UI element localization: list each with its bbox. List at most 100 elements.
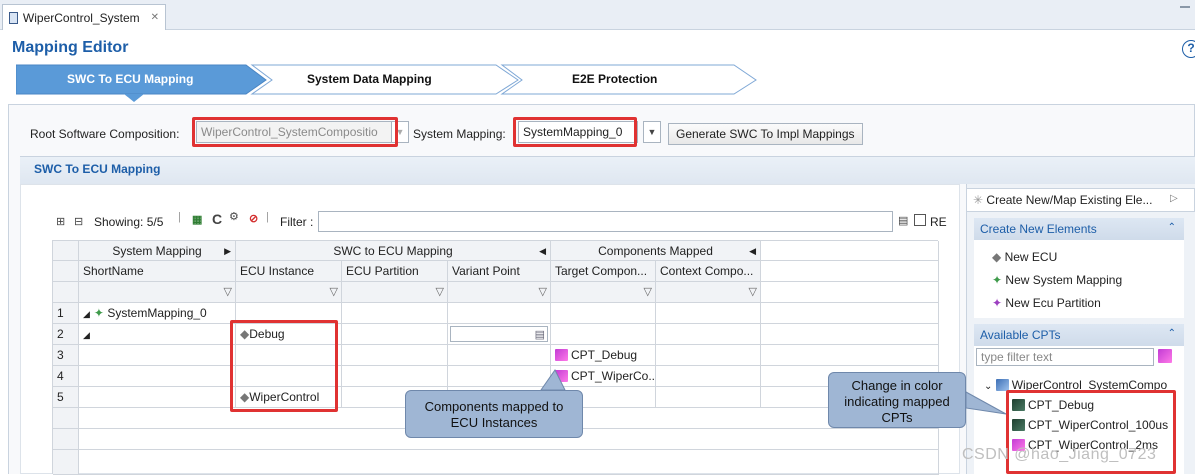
filter-cell[interactable]: ▽ xyxy=(656,282,761,303)
filter-cell[interactable]: ▽ xyxy=(551,282,656,303)
column-header-variant-point[interactable]: Variant Point xyxy=(448,261,551,282)
filter-funnel-icon[interactable]: ▽ xyxy=(329,286,338,298)
table-cell[interactable] xyxy=(448,345,551,366)
column-header-target-component[interactable]: Target Compon... xyxy=(551,261,656,282)
table-cell[interactable] xyxy=(79,387,236,408)
table-cell[interactable] xyxy=(342,366,448,387)
cpt-filter-icon[interactable] xyxy=(1158,349,1172,363)
group-header-system-mapping[interactable]: System Mapping ▶ xyxy=(79,241,236,261)
right-panel-tab[interactable]: ✳ Create New/Map Existing Ele... xyxy=(966,188,1195,212)
system-mapping-icon: ✦ xyxy=(93,306,104,320)
minimize-icon[interactable] xyxy=(1180,6,1190,9)
filter-cell[interactable]: ▽ xyxy=(448,282,551,303)
filter-options-icon[interactable]: ▤ xyxy=(898,215,909,227)
variant-point-editor[interactable] xyxy=(450,326,548,342)
system-mapping-combo[interactable]: SystemMapping_0 xyxy=(518,121,638,143)
filter-cell[interactable]: ▽ xyxy=(342,282,448,303)
table-cell[interactable] xyxy=(656,324,761,345)
cpt-mapped-icon xyxy=(1012,419,1025,431)
expand-triangle-icon[interactable]: ◢ xyxy=(83,330,90,340)
column-header-ecu-partition[interactable]: ECU Partition xyxy=(342,261,448,282)
chevron-right-icon[interactable]: ▷ xyxy=(1170,193,1178,204)
collapse-icon[interactable]: ⌃ xyxy=(1167,328,1176,339)
create-new-section-header[interactable]: Create New Elements⌃ xyxy=(974,218,1184,240)
table-cell[interactable] xyxy=(551,387,656,408)
filter-input[interactable] xyxy=(318,211,893,232)
table-cell[interactable] xyxy=(656,345,761,366)
breadcrumb-step-e2e[interactable] xyxy=(500,64,757,95)
table-cell[interactable] xyxy=(551,303,656,324)
filter-funnel-icon[interactable]: ▽ xyxy=(748,286,757,298)
filter-cell[interactable]: ▽ xyxy=(79,282,236,303)
breadcrumb-step-data[interactable] xyxy=(250,64,519,95)
row-number: 3 xyxy=(53,345,79,366)
help-icon[interactable]: ? xyxy=(1182,40,1195,58)
tree-item[interactable]: CPT_Debug xyxy=(1012,396,1094,414)
system-mapping-dropdown-icon[interactable]: ▼ xyxy=(643,121,661,143)
table-row-shortname[interactable]: ◢ xyxy=(79,324,236,345)
clear-filter-icon[interactable]: ⊘ xyxy=(249,213,259,225)
tree-item[interactable]: CPT_WiperControl_2ms xyxy=(1012,436,1158,454)
filter-funnel-icon[interactable]: ▽ xyxy=(643,286,652,298)
collapse-arrow-icon[interactable]: ▶ xyxy=(224,246,231,256)
cpt-filter-input[interactable]: type filter text xyxy=(976,348,1154,366)
filter-cell[interactable]: ▽ xyxy=(236,282,342,303)
collapse-icon[interactable]: ⌃ xyxy=(1167,222,1176,233)
table-cell[interactable] xyxy=(656,303,761,324)
filter-funnel-icon[interactable]: ▽ xyxy=(223,286,232,298)
new-system-mapping-item[interactable]: ✦ New System Mapping xyxy=(992,271,1122,289)
refresh-icon[interactable]: C xyxy=(212,211,223,227)
filter-funnel-icon[interactable]: ▽ xyxy=(538,286,547,298)
table-cell-ecu[interactable]: ◆WiperControl xyxy=(236,387,342,408)
highlight-ecu-instances xyxy=(230,320,338,412)
column-header-shortname[interactable]: ShortName xyxy=(79,261,236,282)
tree-root[interactable]: ⌄ WiperControl_SystemCompo xyxy=(984,376,1167,394)
table-cell[interactable] xyxy=(342,324,448,345)
callout-color: Change in color indicating mapped CPTs xyxy=(828,372,966,428)
group-header-label: System Mapping xyxy=(112,244,202,258)
excel-export-icon[interactable]: ▦ xyxy=(192,214,203,226)
table-cell[interactable] xyxy=(236,345,342,366)
tree-item[interactable]: CPT_WiperControl_100us xyxy=(1012,416,1168,434)
table-cell[interactable] xyxy=(236,303,342,324)
calendar-icon[interactable]: ▤ xyxy=(534,329,545,341)
table-row-shortname[interactable]: ◢✦ SystemMapping_0 xyxy=(79,303,236,324)
section-label: Available CPTs xyxy=(980,328,1061,342)
available-cpts-section-header[interactable]: Available CPTs ⌃ xyxy=(974,324,1184,346)
table-cell-target[interactable]: CPT_Debug xyxy=(551,345,656,366)
breadcrumb-step-active[interactable] xyxy=(16,64,267,95)
new-ecu-item[interactable]: ◆ New ECU xyxy=(992,248,1057,266)
table-cell[interactable] xyxy=(551,324,656,345)
root-composition-combo[interactable]: WiperControl_SystemCompositio xyxy=(196,121,392,143)
collapse-all-icon[interactable]: ⊟ xyxy=(74,216,84,228)
table-cell[interactable] xyxy=(236,366,342,387)
filter-funnel-icon[interactable]: ▽ xyxy=(435,286,444,298)
callout-components-text: Components mapped to ECU Instances xyxy=(424,399,564,430)
table-cell[interactable] xyxy=(656,366,761,387)
regex-checkbox[interactable] xyxy=(914,214,926,226)
editor-tab[interactable]: WiperControl_System ✕ xyxy=(2,4,166,30)
generate-mappings-button[interactable]: Generate SWC To Impl Mappings xyxy=(668,123,863,145)
table-cell[interactable] xyxy=(79,366,236,387)
table-cell-ecu[interactable]: ◆Debug xyxy=(236,324,342,345)
chevron-down-icon[interactable]: ⌄ xyxy=(984,381,993,392)
group-header-swc-ecu[interactable]: SWC to ECU Mapping◀ xyxy=(236,241,551,261)
cell-text: SystemMapping_0 xyxy=(107,306,207,320)
column-header-ecu-instance[interactable]: ECU Instance xyxy=(236,261,342,282)
collapse-arrow-icon[interactable]: ◀ xyxy=(539,246,546,256)
table-cell[interactable] xyxy=(79,345,236,366)
table-cell[interactable] xyxy=(656,387,761,408)
variant-point-cell[interactable]: ▤ xyxy=(448,324,551,345)
table-cell[interactable] xyxy=(448,303,551,324)
collapse-arrow-icon[interactable]: ◀ xyxy=(749,246,756,256)
new-ecu-partition-item[interactable]: ✦ New Ecu Partition xyxy=(992,294,1101,312)
table-cell[interactable] xyxy=(342,345,448,366)
column-header-context-component[interactable]: Context Compo... xyxy=(656,261,761,282)
close-icon[interactable]: ✕ xyxy=(150,12,159,23)
table-cell[interactable] xyxy=(342,303,448,324)
settings-icon[interactable]: ⚙ xyxy=(229,211,239,223)
expand-all-icon[interactable]: ⊞ xyxy=(56,216,66,228)
expand-triangle-icon[interactable]: ◢ xyxy=(83,309,90,319)
group-header-components[interactable]: Components Mapped◀ xyxy=(551,241,761,261)
cpt-icon xyxy=(555,349,568,361)
